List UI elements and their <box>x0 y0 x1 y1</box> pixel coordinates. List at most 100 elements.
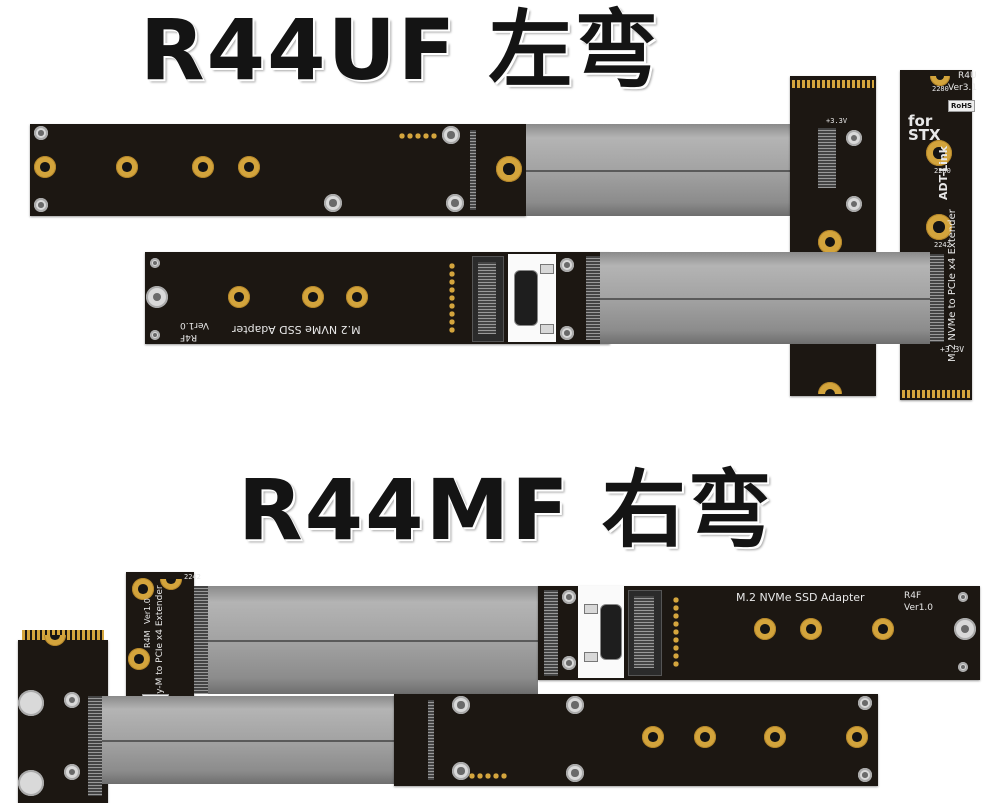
mount-hole <box>150 330 160 340</box>
pcie-pins <box>470 130 476 210</box>
mount-hole <box>34 126 48 140</box>
rohs-badge: RoHS <box>948 100 976 112</box>
connector-pins <box>88 696 102 796</box>
mount-hole <box>64 764 80 780</box>
r4m-name: R4M <box>143 630 152 648</box>
r4f-ver: Ver1.0 <box>904 603 934 613</box>
mount-hole <box>560 326 574 340</box>
bottom-lower-pcb <box>394 694 878 786</box>
latch-clip <box>540 324 554 334</box>
test-pads <box>448 262 456 334</box>
connector-pins <box>194 586 208 694</box>
mount-pad <box>764 726 786 748</box>
stx-label: STX <box>908 126 941 144</box>
mount-pad <box>128 648 150 670</box>
ribbon-cable <box>102 696 394 784</box>
mount-hole <box>560 258 574 272</box>
led-pads <box>398 132 438 140</box>
mount-pad <box>754 618 776 640</box>
mount-pad <box>116 156 138 178</box>
connector-pins <box>930 254 944 342</box>
mount-hole <box>562 590 576 604</box>
pcie-pins <box>544 590 558 676</box>
voltage-label: +3.3V <box>940 345 965 354</box>
mount-pad <box>346 286 368 308</box>
mount-hole <box>146 286 168 308</box>
latch-clip <box>540 264 554 274</box>
test-pads <box>672 596 680 668</box>
mount-hole <box>18 770 44 796</box>
mount-hole <box>324 194 342 212</box>
mount-hole <box>562 656 576 670</box>
mount-hole <box>34 198 48 212</box>
mount-hole <box>18 690 44 716</box>
extender-label: M.2 NVMe to PCIe x4 Extender <box>947 209 958 362</box>
r4f-version: R4F <box>904 591 922 601</box>
m2-edge-contacts <box>792 80 874 88</box>
for-label: for <box>908 112 933 130</box>
ribbon-cable <box>526 124 790 216</box>
voltage-label: +3.3V <box>826 117 848 125</box>
size-2280-label: 2280 <box>934 167 951 175</box>
socket-pins <box>478 262 496 334</box>
socket-pins <box>634 596 654 668</box>
inductor <box>600 604 622 660</box>
mount-pad-2242 <box>926 214 952 240</box>
r4f-board-name: M.2 NVMe SSD Adapter <box>232 323 361 336</box>
mount-pad <box>694 726 716 748</box>
mount-pad <box>818 382 842 394</box>
mount-pad <box>496 156 522 182</box>
mount-hole <box>846 196 862 212</box>
pcie-pins <box>428 700 434 780</box>
mount-pad <box>44 635 66 646</box>
pcie-pins <box>586 256 600 340</box>
ribbon-cable <box>600 252 930 344</box>
mount-hole <box>566 696 584 714</box>
mount-pad-2280 <box>926 140 952 166</box>
mount-pad <box>800 618 822 640</box>
mount-hole <box>150 258 160 268</box>
mount-hole <box>858 696 872 710</box>
mount-pad <box>132 578 154 600</box>
mount-pad <box>930 76 950 86</box>
mount-pad <box>872 618 894 640</box>
mount-pad <box>160 579 182 590</box>
mount-hole <box>452 762 470 780</box>
mount-pad <box>846 726 868 748</box>
ribbon-cable <box>208 586 538 694</box>
mount-hole <box>442 126 460 144</box>
r4u-version: Ver3.1 <box>948 83 978 93</box>
led-pads <box>468 772 508 780</box>
m2-edge-contacts <box>902 390 970 398</box>
mount-pad <box>818 230 842 254</box>
mount-hole <box>446 194 464 212</box>
mount-pad <box>34 156 56 178</box>
mount-pad <box>302 286 324 308</box>
inductor <box>514 270 538 326</box>
adt-link-label: ADT-Link <box>937 145 950 200</box>
mount-hole <box>954 618 976 640</box>
latch-clip <box>584 604 598 614</box>
r4f-board-name: M.2 NVMe SSD Adapter <box>736 591 865 604</box>
mount-hole <box>64 692 80 708</box>
r4f-ver: Ver1.0 <box>180 320 210 330</box>
r4f-version: R4F <box>180 332 198 342</box>
mount-pad <box>228 286 250 308</box>
latch-clip <box>584 652 598 662</box>
r4u-name: R4U <box>958 71 977 81</box>
mount-pad <box>192 156 214 178</box>
size-2242-label: 2242 <box>184 573 201 581</box>
size-2242-label: 2242 <box>934 241 951 249</box>
mount-pad <box>238 156 260 178</box>
mount-hole <box>846 130 862 146</box>
mount-hole <box>958 592 968 602</box>
mount-hole <box>958 662 968 672</box>
mount-hole <box>858 768 872 782</box>
title-r44mf: R44MF 右弯 <box>238 461 774 559</box>
mount-hole <box>566 764 584 782</box>
title-r44uf: R44UF 左弯 <box>140 1 661 99</box>
r4m-version: Ver1.0 <box>143 598 152 624</box>
size-2280-label: 2280 <box>932 85 949 93</box>
connector-pins <box>818 128 836 188</box>
mount-pad <box>642 726 664 748</box>
